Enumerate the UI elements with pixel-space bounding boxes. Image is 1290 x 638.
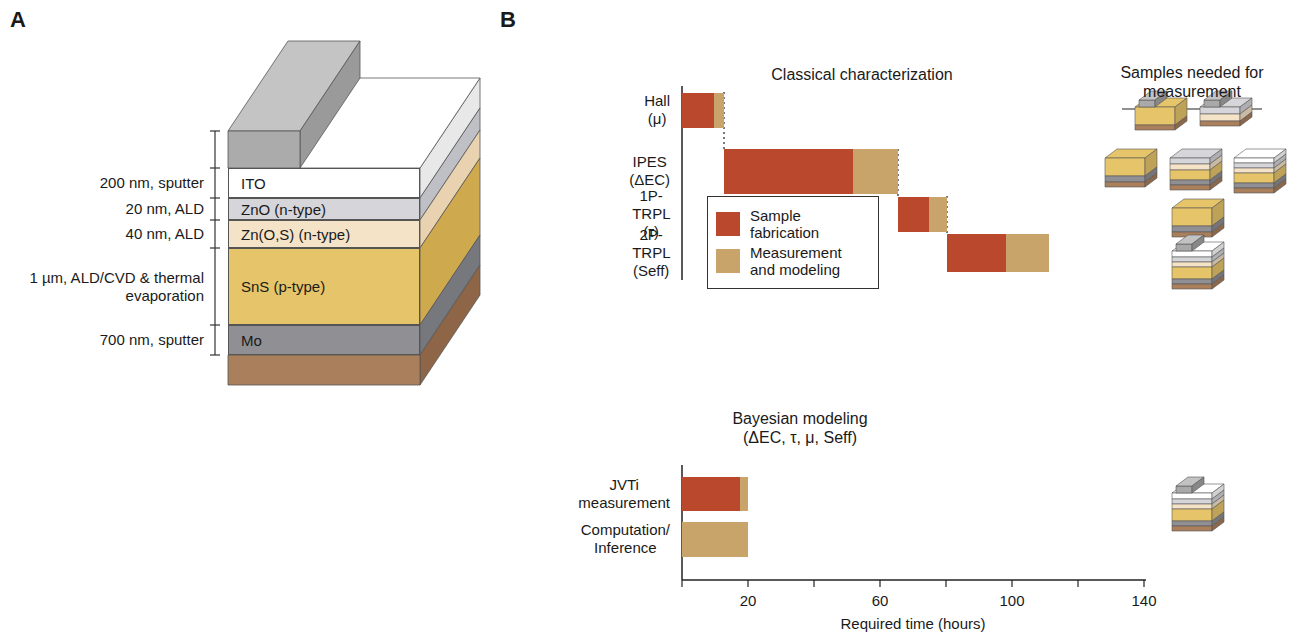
sample-icon-face: [1170, 158, 1210, 164]
tick-label: 60: [872, 592, 889, 610]
row-label: JVTi measurement: [578, 476, 670, 512]
sample-icon-face: [1212, 517, 1224, 531]
sample-icon-face: [1212, 223, 1224, 237]
dimension-label: 20 nm, ALD: [126, 200, 204, 218]
layer-label: Zn(O,S) (n-type): [241, 226, 350, 243]
layer-face: SnS (p-type): [228, 248, 420, 325]
tick-label: 100: [999, 592, 1024, 610]
sample-icon-face: [1234, 168, 1274, 173]
row-label: Computation/ Inference: [581, 521, 670, 557]
sample-icon-face: [1172, 526, 1212, 531]
sample-icon-face: [1172, 493, 1212, 499]
sample-icon-face: [1234, 163, 1274, 168]
sample-icon-face: [1172, 226, 1212, 232]
layer-face: ZnO (n-type): [228, 198, 420, 220]
sample-icon-face: [1234, 183, 1274, 188]
layer-label: SnS (p-type): [241, 278, 325, 295]
sample-icon-face: [1172, 262, 1212, 267]
sample-icon-face: [1175, 116, 1187, 130]
sample-icon-face: [1105, 182, 1145, 187]
sample-icon-face: [1105, 176, 1145, 182]
sample-icon-face: [1176, 486, 1192, 493]
panel-letter: A: [10, 7, 26, 33]
sample-icon-face: [1234, 173, 1274, 183]
sample-icon-face: [1172, 251, 1212, 257]
legend-box: Sample fabricationMeasurement and modeli…: [707, 196, 879, 289]
sample-icon-face: [1105, 158, 1145, 176]
sample-icon-face: [1170, 180, 1210, 185]
sample-icon-face: [1170, 185, 1210, 190]
sample-icon-face: [1210, 176, 1222, 190]
sample-icon-face: [1274, 179, 1286, 193]
sample-icon-face: [1172, 504, 1212, 509]
sample-icon-face: [1172, 208, 1212, 226]
sample-icon-face: [1234, 158, 1274, 163]
legend-swatch: [716, 249, 740, 273]
dimension-label: 700 nm, sputter: [100, 331, 204, 349]
column-title: Samples needed for measurement: [1112, 63, 1272, 101]
legend-entry: Measurement and modeling: [716, 244, 870, 278]
layer-label: ITO: [241, 175, 266, 192]
chart-title: Classical characterization: [771, 65, 952, 84]
sample-icon-face: [1135, 107, 1175, 125]
layer-label: Mo: [241, 332, 262, 349]
tick-label: 20: [740, 592, 757, 610]
sample-icon-face: [1172, 267, 1212, 279]
sample-icon-face: [1172, 279, 1212, 284]
sample-icon-face: [1200, 114, 1240, 121]
row-label: 2P-TRPL (Seff): [632, 226, 670, 280]
legend-text: Measurement and modeling: [750, 244, 868, 278]
sample-icon-face: [1212, 275, 1224, 289]
row-label: IPES (ΔEC): [629, 153, 670, 189]
sample-icon-face: [1192, 235, 1204, 251]
sample-icon-face: [1200, 121, 1240, 126]
sample-icon-face: [1172, 284, 1212, 289]
sample-icon-face: [1170, 164, 1210, 170]
sample-icon-face: [1234, 188, 1274, 193]
axis-title: Required time (hours): [840, 615, 985, 633]
layer-face: Zn(O,S) (n-type): [228, 220, 420, 248]
dimension-label: 40 nm, ALD: [126, 225, 204, 243]
sample-icon-face: [1192, 477, 1204, 493]
sample-icon-face: [1139, 100, 1155, 107]
layer-face: ITO: [228, 168, 420, 198]
sample-icon-face: [1172, 521, 1212, 526]
sample-icon-face: [1172, 499, 1212, 504]
tick-label: 140: [1131, 592, 1156, 610]
dimension-label: 1 µm, ALD/CVD & thermal evaporation: [24, 269, 204, 305]
sample-icon-face: [1170, 170, 1210, 180]
sample-icon-face: [1135, 125, 1175, 130]
row-label: Hall (μ): [644, 92, 670, 128]
layer-label: ZnO (n-type): [241, 201, 326, 218]
panel-letter: B: [500, 7, 516, 33]
legend-entry: Sample fabrication: [716, 207, 870, 241]
sample-icon-face: [1172, 257, 1212, 262]
legend-swatch: [716, 212, 740, 236]
legend-text: Sample fabrication: [750, 207, 868, 241]
layer-face: Mo: [228, 325, 420, 355]
sample-icon-face: [1200, 107, 1240, 114]
chart-title: Bayesian modeling (ΔEC, τ, μ, Seff): [720, 409, 880, 447]
sample-icon-face: [1172, 509, 1212, 521]
sample-icon-face: [1176, 244, 1192, 251]
sample-icon-face: [1145, 173, 1157, 187]
sample-icon-face: [1204, 100, 1220, 107]
sample-icon-face: [1240, 112, 1252, 126]
dimension-label: 200 nm, sputter: [100, 174, 204, 192]
